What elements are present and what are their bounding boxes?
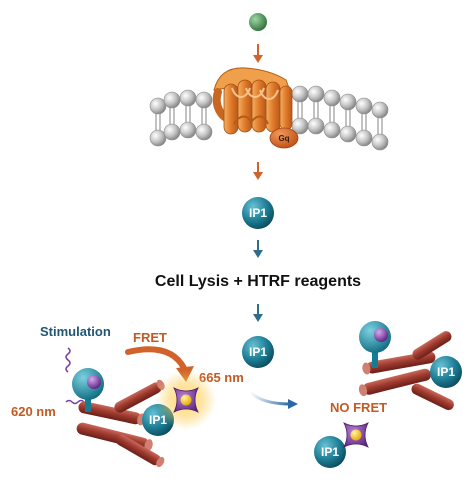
emission-665-label: 665 nm <box>199 370 244 385</box>
donor-icon <box>359 321 391 368</box>
arrow-icon <box>253 304 263 322</box>
donor-icon <box>72 368 104 412</box>
ip1-label: IP1 <box>249 206 267 220</box>
antibody-icon <box>76 379 165 468</box>
arrow-icon <box>253 44 263 63</box>
arrow-icon <box>248 390 298 409</box>
ip1-label: IP1 <box>249 345 267 359</box>
acceptor-icon <box>173 387 199 413</box>
gq-protein-icon: Gq <box>269 127 299 149</box>
emission-wave-icon <box>65 399 85 405</box>
antibody-icon <box>358 331 454 411</box>
fret-label: FRET <box>133 330 167 345</box>
ip1-icon: IP1 <box>314 436 346 468</box>
emission-620-label: 620 nm <box>11 404 56 419</box>
arrow-icon <box>253 162 263 180</box>
ip1-icon: IP1 <box>242 197 274 229</box>
ip1-icon: IP1 <box>242 336 274 368</box>
gq-label: Gq <box>278 134 289 143</box>
stimulation-wave-icon <box>65 347 71 373</box>
ip1-icon: IP1 <box>430 356 462 388</box>
arrow-icon <box>253 240 263 258</box>
ligand-icon <box>249 13 267 31</box>
ip1-label: IP1 <box>321 445 339 459</box>
acceptor-icon <box>343 422 369 448</box>
receptor-icon <box>212 67 293 135</box>
stimulation-label: Stimulation <box>40 324 111 339</box>
no-fret-label: NO FRET <box>330 400 387 415</box>
step-label: Cell Lysis + HTRF reagents <box>155 273 361 290</box>
membrane-icon <box>149 85 389 151</box>
ip1-label: IP1 <box>437 365 455 379</box>
